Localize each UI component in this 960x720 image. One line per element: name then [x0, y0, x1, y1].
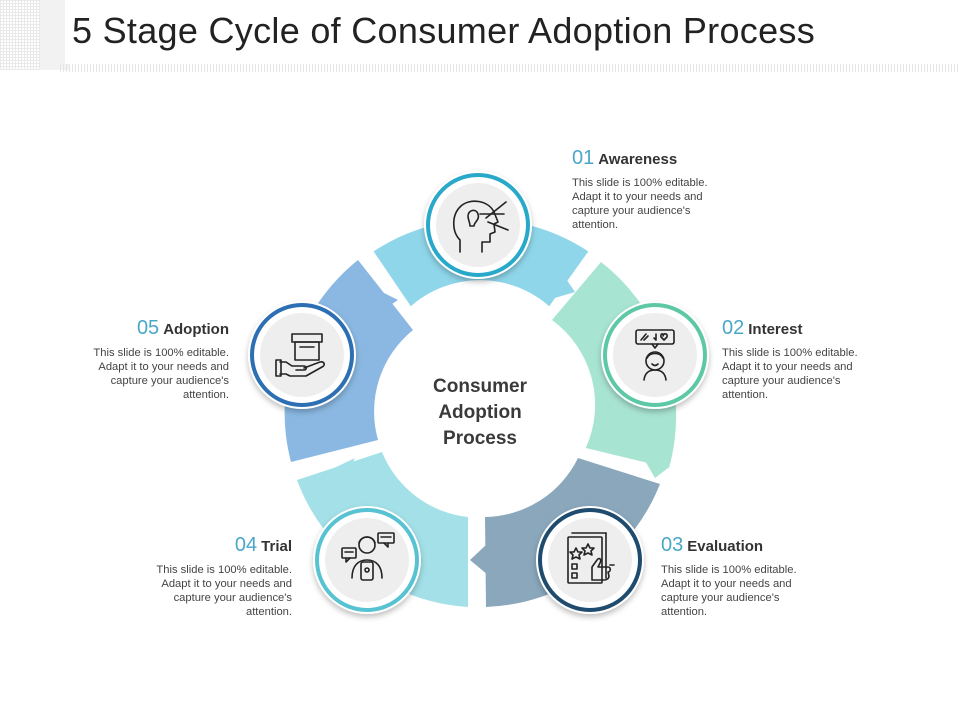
- stage-evaluation: 03 Evaluation This slide is 100% editabl…: [661, 534, 901, 619]
- rating-thumbs-up-icon: [567, 532, 615, 584]
- stage-name: Adoption: [163, 321, 229, 338]
- arrow-notch: [470, 545, 488, 575]
- arrow-notch: [640, 452, 668, 478]
- center-label-line: Consumer: [433, 376, 527, 397]
- stage-interest: 02 Interest This slide is 100% editable.…: [722, 317, 960, 402]
- stage-node-interest: [601, 301, 709, 409]
- arrow-notch: [378, 290, 398, 312]
- stage-name: Interest: [748, 321, 803, 338]
- stage-adoption: 05 Adoption This slide is 100% editable.…: [0, 317, 229, 402]
- stage-node-awareness: [424, 171, 532, 279]
- title-underline: [60, 64, 960, 72]
- stage-description: This slide is 100% editable. Adapt it to…: [572, 177, 708, 231]
- stage-node-trial: [313, 506, 421, 614]
- stage-description: This slide is 100% editable. Adapt it to…: [93, 347, 229, 401]
- arrow-notch: [330, 458, 355, 480]
- stage-name: Trial: [261, 538, 292, 555]
- arrow-notch: [548, 270, 575, 300]
- page-title: 5 Stage Cycle of Consumer Adoption Proce…: [72, 10, 815, 51]
- stage-number: 02: [722, 317, 745, 339]
- stage-description: This slide is 100% editable. Adapt it to…: [722, 347, 858, 401]
- center-label-line: Process: [443, 428, 517, 449]
- person-chat-icon: [635, 329, 675, 381]
- stage-description: This slide is 100% editable. Adapt it to…: [156, 564, 292, 618]
- stage-awareness: 01 Awareness This slide is 100% editable…: [572, 147, 812, 232]
- stage-description: This slide is 100% editable. Adapt it to…: [661, 564, 797, 618]
- stage-node-evaluation: [536, 506, 644, 614]
- stage-name: Awareness: [598, 151, 678, 168]
- title-background: [65, 0, 960, 64]
- stage-name: Evaluation: [687, 538, 764, 555]
- person-phone-chat-icon: [341, 532, 395, 581]
- head-idea-icon: [452, 200, 509, 253]
- center-label-line: Adoption: [438, 402, 522, 423]
- stage-number: 01: [572, 147, 595, 169]
- hand-box-icon: [275, 333, 325, 377]
- stage-node-adoption: [248, 301, 356, 409]
- stage-trial: 04 Trial This slide is 100% editable. Ad…: [52, 534, 292, 619]
- stage-number: 05: [136, 317, 160, 339]
- center-label: Consumer Adoption Process: [410, 374, 550, 452]
- center-disc: [376, 308, 584, 516]
- stage-number: 03: [661, 534, 684, 556]
- stage-number: 04: [234, 534, 258, 556]
